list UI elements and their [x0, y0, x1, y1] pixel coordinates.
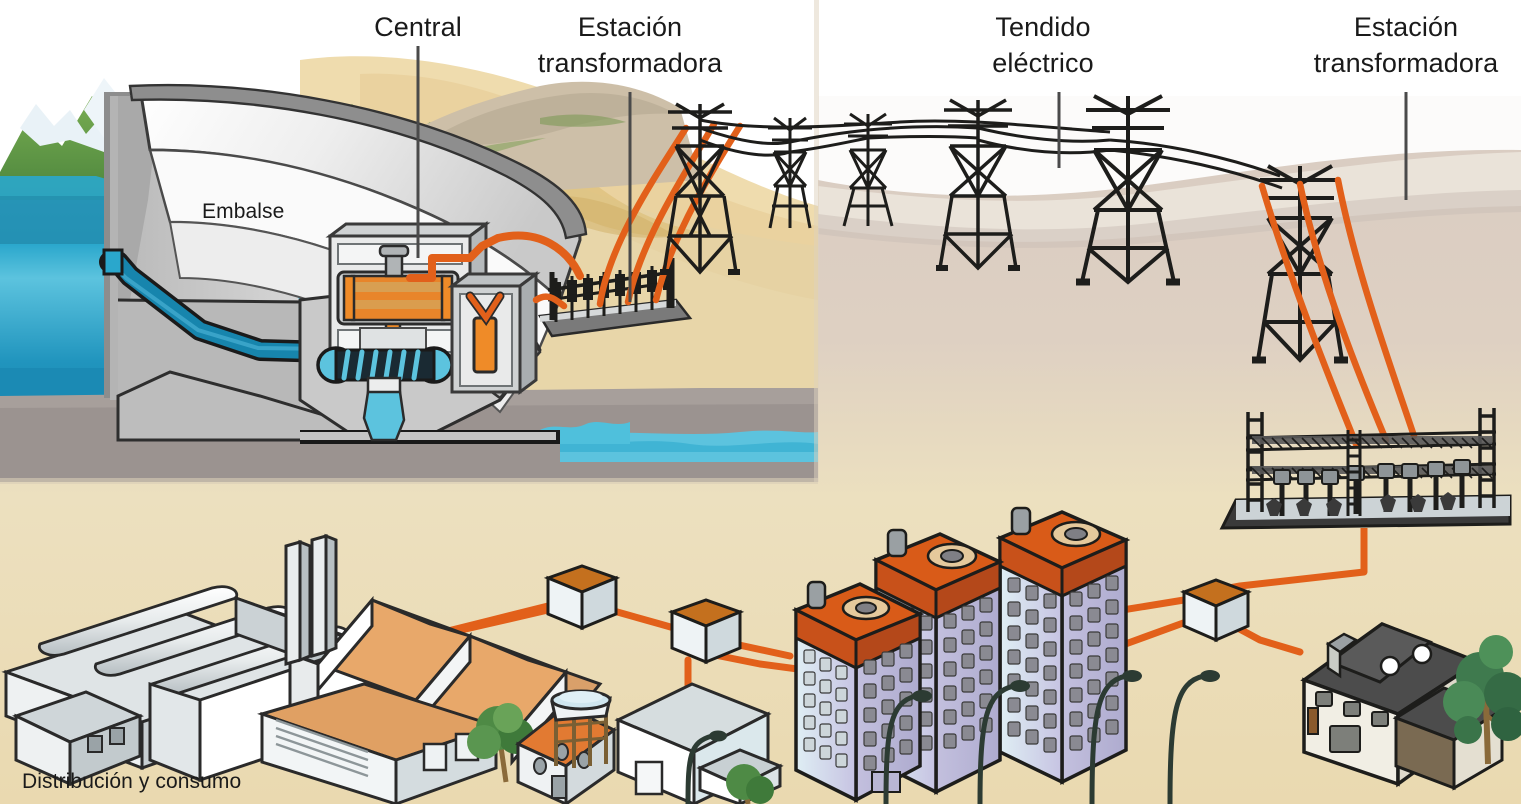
river-outflow [400, 422, 818, 472]
apartment-towers [791, 506, 1131, 803]
tree [1443, 635, 1521, 765]
dam-cross-section-panel [0, 0, 819, 484]
pylon [936, 98, 1020, 271]
label-estacion-transformadora-2: Estación transformadora [1313, 12, 1499, 78]
powerhouse [316, 221, 584, 442]
label-tendido-electrico: Tendido eléctrico [992, 12, 1094, 78]
turbine [316, 346, 454, 442]
smokestack [284, 533, 338, 666]
detached-house [1300, 622, 1521, 791]
village [467, 682, 784, 804]
transmission-line [660, 94, 1348, 364]
label-estacion-transformadora-1: Estación transformadora [537, 12, 723, 78]
generator [336, 244, 460, 364]
step-down-substation [1219, 408, 1512, 590]
label-leader-lines [416, 46, 1408, 302]
pylon [768, 116, 812, 229]
apartment-tower [791, 580, 925, 803]
label-central: Central [374, 12, 462, 42]
tree [726, 764, 774, 804]
label-embalse: Embalse [202, 200, 285, 223]
substation-feeder-lines [1258, 176, 1418, 448]
pylon [660, 102, 740, 275]
water-tower [550, 689, 612, 768]
apartment-tower [995, 506, 1131, 785]
powerhouse-transformer [447, 271, 541, 395]
house-small [515, 704, 617, 804]
pylon [1076, 94, 1180, 286]
label-distribucion-y-consumo: Distribución y consumo [22, 770, 242, 793]
street-lamps [685, 673, 1207, 804]
pylon [842, 112, 894, 227]
transformer-box [1180, 578, 1252, 643]
street-lamp-heads [709, 670, 1220, 742]
transformer-box [667, 598, 745, 665]
transformer-box [543, 564, 621, 631]
